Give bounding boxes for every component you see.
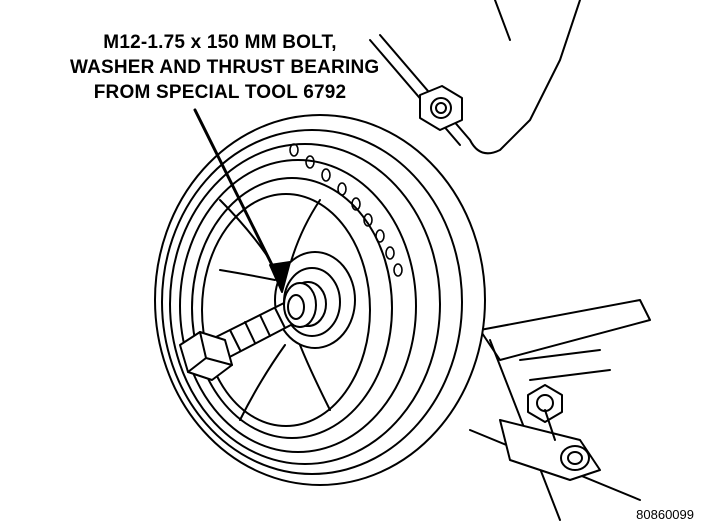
callout-label: M12-1.75 x 150 MM BOLT, WASHER AND THRUS… [70, 30, 380, 105]
figure-code: 80860099 [636, 507, 694, 522]
damper-holes [289, 143, 403, 277]
callout-line-2: WASHER AND THRUST BEARING [70, 57, 380, 78]
callout-line-3: FROM SPECIAL TOOL 6792 [93, 82, 347, 103]
callout-line-1: M12-1.75 x 150 MM BOLT, [103, 32, 337, 53]
tool-bolt [179, 282, 317, 381]
housing-bolt-lower [527, 384, 563, 441]
engine-housing [369, 0, 581, 155]
housing-bolt-top [419, 85, 463, 131]
lower-bracket [469, 299, 651, 521]
vibration-damper [154, 114, 486, 486]
callout-leader [193, 108, 291, 293]
